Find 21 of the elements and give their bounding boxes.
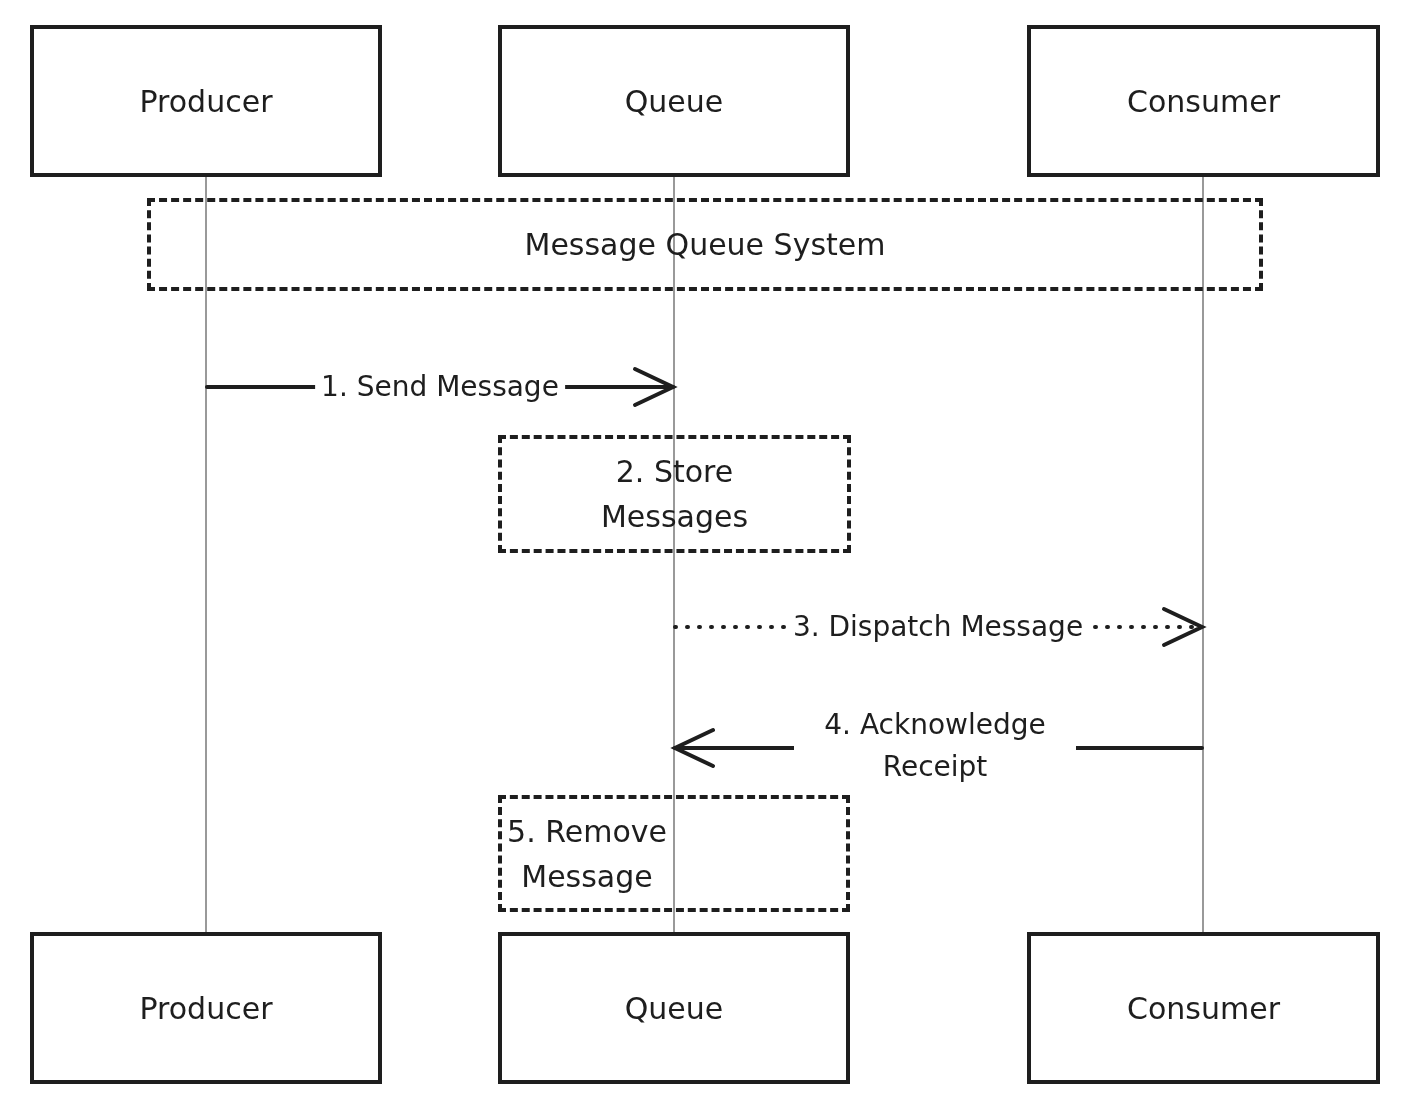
group-frame xyxy=(147,198,1263,291)
lifeline xyxy=(1202,177,1204,932)
participant-box xyxy=(30,25,382,177)
note-box xyxy=(498,435,851,553)
note-text: 5. Remove Message xyxy=(506,812,668,896)
lifeline xyxy=(205,177,207,932)
group-title: Message Queue System xyxy=(524,226,886,264)
participant-name: Consumer xyxy=(1127,82,1280,121)
participant-box xyxy=(30,932,382,1084)
lifeline xyxy=(673,177,675,932)
participant-name: Consumer xyxy=(1127,989,1280,1028)
participant-name: Queue xyxy=(624,82,724,121)
participant-box xyxy=(498,932,850,1084)
note-box xyxy=(498,795,850,912)
participant-name: Producer xyxy=(139,989,273,1028)
participant-box xyxy=(1027,932,1380,1084)
participant-box xyxy=(498,25,850,177)
participant-box xyxy=(1027,25,1380,177)
participant-name: Producer xyxy=(139,82,273,121)
note-text: 2. Store Messages xyxy=(599,453,750,536)
participant-name: Queue xyxy=(624,989,724,1028)
